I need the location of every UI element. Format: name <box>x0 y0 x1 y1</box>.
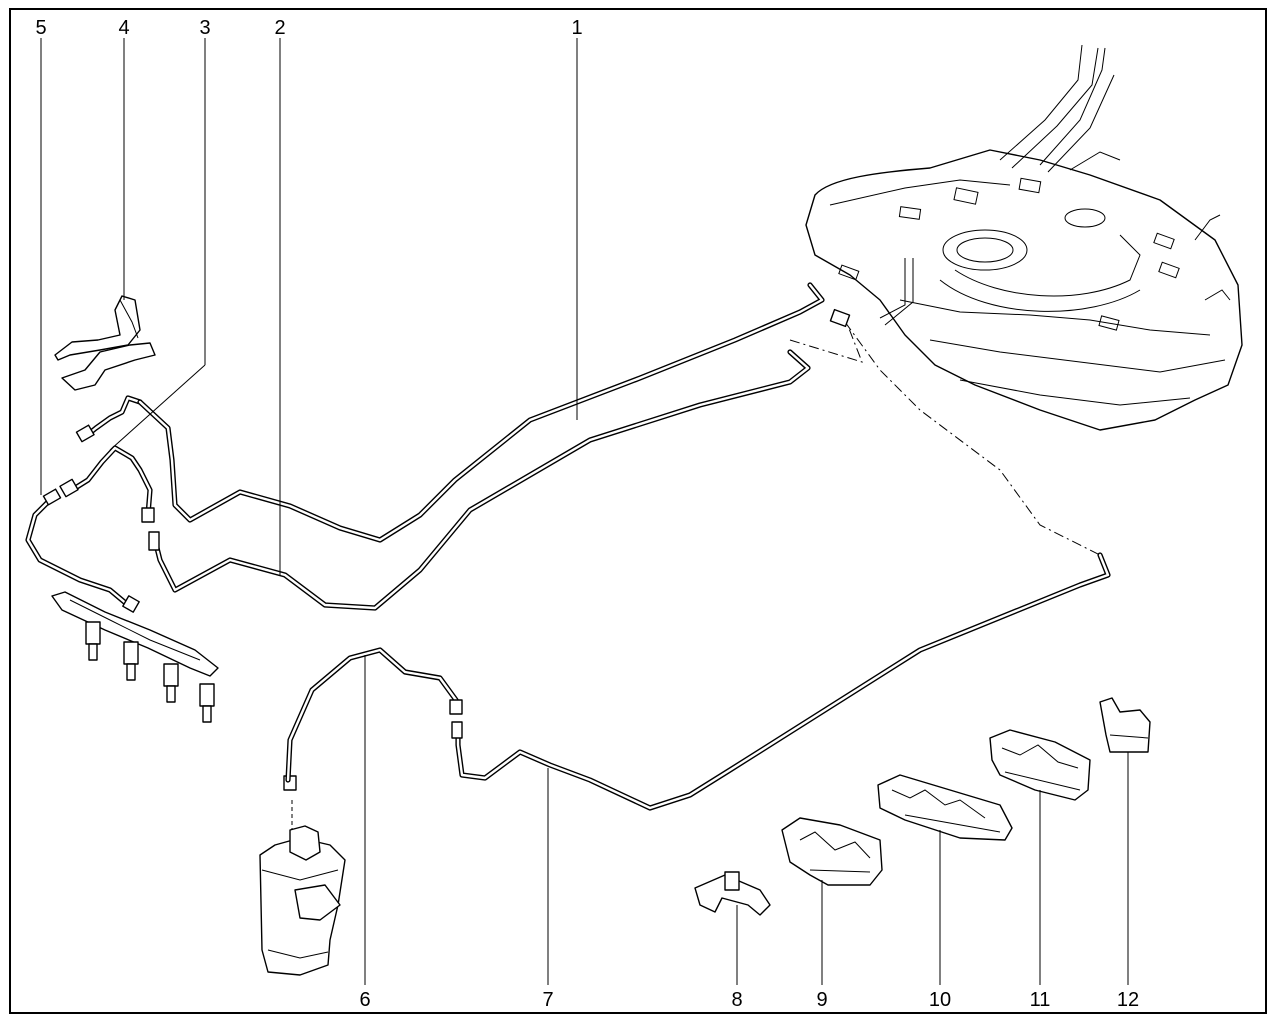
callout-9: 9 <box>816 989 827 1011</box>
clip-12 <box>1099 697 1151 753</box>
leader-lines <box>40 38 1129 985</box>
clip-8 <box>694 871 771 916</box>
evap-canister <box>259 775 346 976</box>
assembly-line <box>789 325 863 363</box>
injector <box>163 663 179 703</box>
bracket-4 <box>54 295 156 391</box>
callout-8: 8 <box>731 989 742 1011</box>
vapor-pipe-6 <box>285 647 463 783</box>
injector <box>123 641 139 681</box>
callout-3: 3 <box>199 17 210 39</box>
callout-7: 7 <box>542 989 553 1011</box>
callout-1: 1 <box>571 17 582 39</box>
fuel-pipe-2 <box>148 349 811 611</box>
fuel-tank <box>805 44 1243 431</box>
fuel-pipe-5 <box>25 488 140 613</box>
tank-connector <box>829 308 851 328</box>
injector <box>85 621 101 661</box>
fuel-pipe-7 <box>451 552 1111 811</box>
fuel-pipe-3 <box>59 445 155 523</box>
callout-12: 12 <box>1117 989 1139 1011</box>
callout-6: 6 <box>359 989 370 1011</box>
callout-2: 2 <box>274 17 285 39</box>
clip-11 <box>989 729 1091 801</box>
clip-9 <box>781 817 883 886</box>
callout-4: 4 <box>118 17 129 39</box>
callout-5: 5 <box>35 17 46 39</box>
assembly-line <box>844 321 1101 556</box>
fuel-pipe-1 <box>75 282 825 543</box>
callout-11: 11 <box>1030 989 1051 1011</box>
diagram-frame <box>9 8 1267 1014</box>
injector <box>199 683 215 723</box>
clip-10 <box>877 774 1013 841</box>
fuel-rail-with-injectors <box>51 591 219 723</box>
callout-10: 10 <box>929 989 951 1011</box>
